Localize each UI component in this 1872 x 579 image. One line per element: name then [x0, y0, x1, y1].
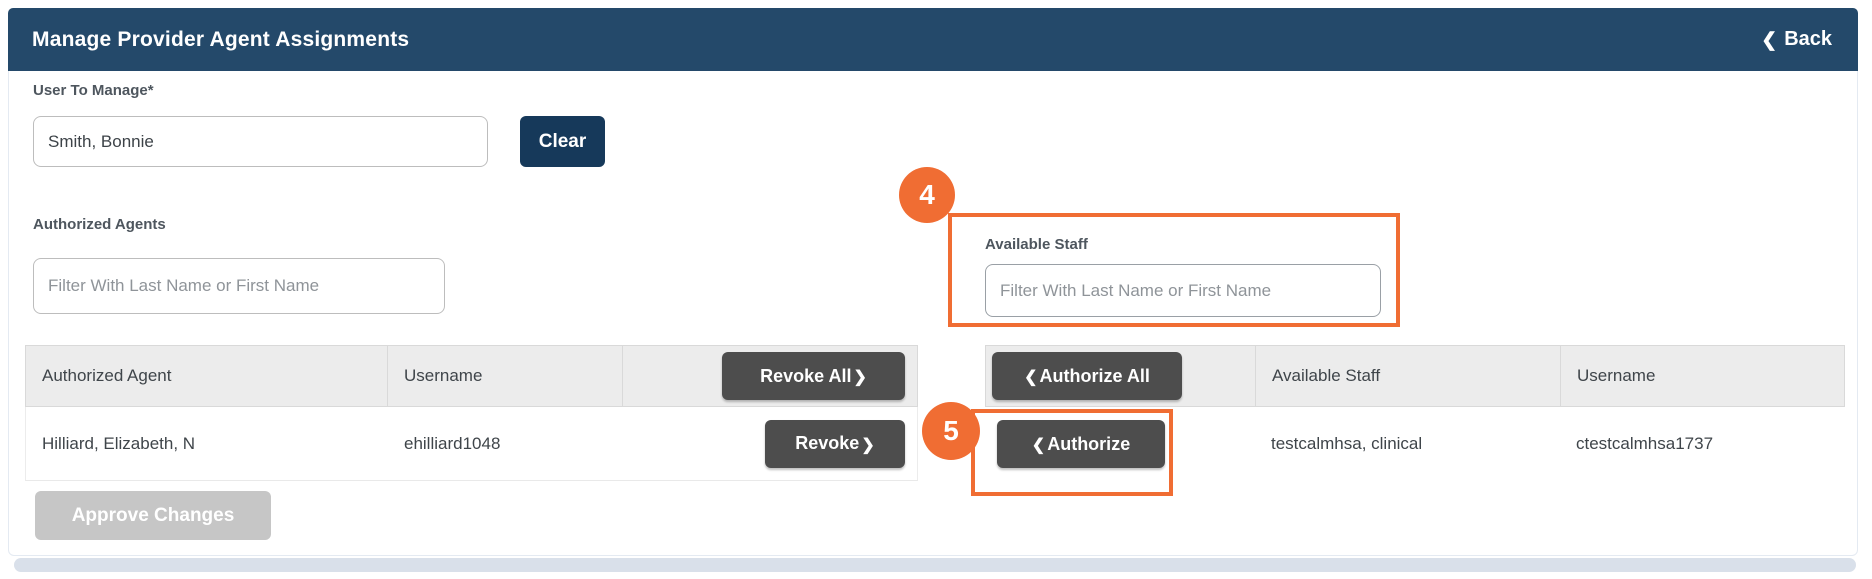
available-staff-row: ❮ Authorize testcalmhsa, clinical ctestc…: [985, 407, 1845, 481]
page-title: Manage Provider Agent Assignments: [32, 27, 410, 51]
authorized-agent-actions: Revoke ❯: [623, 407, 917, 480]
back-label: Back: [1784, 28, 1832, 50]
revoke-all-label: Revoke All: [760, 365, 852, 386]
col-header-authorize-actions: ❮ Authorize All: [986, 346, 1256, 406]
chevron-right-icon: ❯: [853, 369, 867, 386]
step4-badge: 4: [899, 167, 955, 223]
authorize-label: Authorize: [1047, 433, 1131, 454]
authorized-agents-filter-input[interactable]: [33, 258, 445, 314]
chevron-left-icon: ❮: [1031, 437, 1046, 454]
col-header-available-staff: Available Staff: [1256, 346, 1561, 406]
user-to-manage-label: User To Manage*: [33, 82, 154, 99]
authorized-agents-table-header: Authorized Agent Username Revoke All ❯: [25, 345, 918, 407]
col-header-staff-username: Username: [1577, 366, 1656, 385]
revoke-label: Revoke: [795, 433, 860, 453]
authorized-agents-label: Authorized Agents: [33, 216, 166, 233]
col-header-revoke-actions: Revoke All ❯: [623, 346, 917, 406]
available-staff-label: Available Staff: [985, 236, 1088, 253]
authorized-agent-username: ehilliard1048: [404, 433, 501, 453]
authorize-all-label: Authorize All: [1039, 365, 1150, 386]
card-bottom-shadow: [14, 558, 1856, 572]
available-staff-actions: ❮ Authorize: [985, 407, 1255, 481]
step5-number: 5: [943, 415, 959, 446]
user-to-manage-input[interactable]: [33, 116, 488, 167]
chevron-left-icon: ❮: [1024, 369, 1038, 386]
step4-number: 4: [919, 179, 935, 210]
revoke-button[interactable]: Revoke ❯: [765, 419, 905, 468]
revoke-all-button[interactable]: Revoke All ❯: [722, 352, 905, 400]
clear-button[interactable]: Clear: [520, 116, 605, 167]
col-header-authorized-agent: Authorized Agent: [26, 346, 388, 406]
authorized-agents-table: Authorized Agent Username Revoke All ❯ H…: [25, 345, 918, 481]
approve-changes-button[interactable]: Approve Changes: [35, 491, 271, 540]
step5-badge: 5: [922, 402, 980, 460]
title-bar: Manage Provider Agent Assignments ❮ Back: [8, 8, 1858, 71]
chevron-right-icon: ❯: [861, 436, 875, 454]
authorize-button[interactable]: ❮ Authorize: [997, 420, 1165, 468]
authorize-all-button[interactable]: ❮ Authorize All: [992, 352, 1182, 400]
available-staff-table: ❮ Authorize All Available Staff Username…: [985, 345, 1845, 481]
available-staff-username: ctestcalmhsa1737: [1576, 434, 1714, 453]
available-staff-name: testcalmhsa, clinical: [1271, 434, 1423, 453]
available-staff-table-header: ❮ Authorize All Available Staff Username: [985, 345, 1845, 407]
authorized-agent-row: Hilliard, Elizabeth, N ehilliard1048 Rev…: [25, 407, 918, 481]
authorized-agent-name: Hilliard, Elizabeth, N: [42, 433, 196, 453]
col-header-username: Username: [388, 346, 623, 406]
available-staff-filter-input[interactable]: [985, 264, 1381, 317]
back-button[interactable]: ❮ Back: [1761, 28, 1832, 51]
chevron-left-icon: ❮: [1761, 30, 1778, 51]
